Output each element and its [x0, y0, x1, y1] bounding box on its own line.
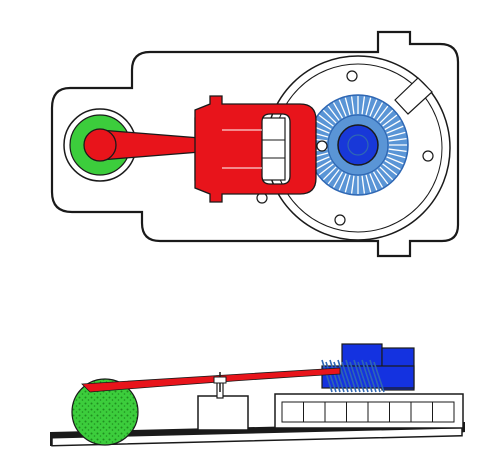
housing-outline [50, 30, 460, 258]
side-view [50, 343, 465, 447]
main-gear [307, 94, 409, 196]
lever-arm [83, 95, 328, 203]
screw-hole-right [422, 150, 434, 162]
post-block [197, 395, 249, 431]
knob-side [71, 378, 139, 446]
top-view [50, 30, 460, 258]
screw-hole-bottom [334, 214, 346, 226]
pinion-center [347, 134, 369, 156]
gear-stop-slot [394, 77, 433, 115]
base-plate-body [51, 426, 463, 447]
arm-pivot [316, 140, 328, 152]
side-gear-teeth [321, 359, 385, 393]
pinion [337, 124, 379, 166]
screw-hole-top [346, 70, 358, 82]
lever-arm-side [81, 367, 341, 393]
